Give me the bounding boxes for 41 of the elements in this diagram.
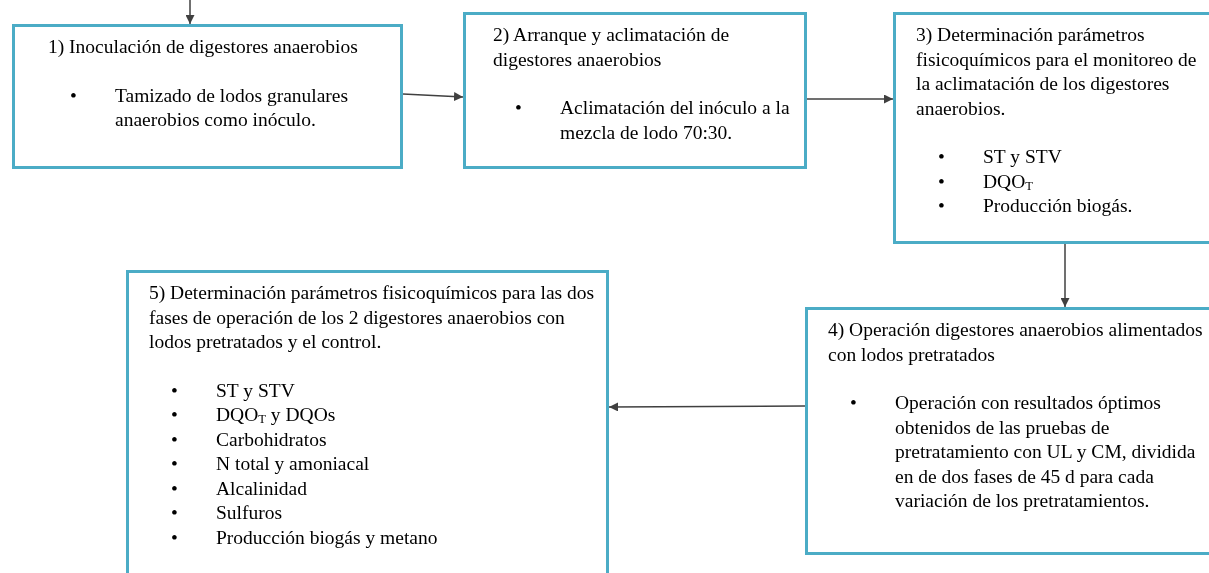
step-heading: 3) Determinación parámetros fisicoquímicos para el monitoreo de la aclimatación de los digestores anaerobios. bbox=[916, 23, 1198, 121]
process-box bbox=[805, 307, 1209, 555]
bullet-marker: • bbox=[171, 525, 178, 550]
bullet-marker: • bbox=[938, 194, 945, 218]
step-heading: 1) Inoculación de digestores anaerobios bbox=[48, 35, 359, 59]
list-item-text: ST y STV bbox=[216, 378, 296, 403]
bullet-marker: • bbox=[171, 427, 178, 452]
bullet-marker: • bbox=[171, 452, 178, 476]
bullet-marker: • bbox=[515, 96, 522, 120]
bullet-marker: • bbox=[938, 169, 945, 194]
step-heading: 4) Operación digestores anaerobios alimentados con lodos pretratados bbox=[828, 318, 1204, 367]
step-heading: 2) Arranque y aclimatación de digestores anaerobios bbox=[493, 23, 731, 72]
arrow bbox=[806, 94, 894, 104]
bullet-marker: • bbox=[850, 391, 857, 415]
list-item-text: Sulfuros bbox=[216, 501, 284, 525]
list-item-text: N total y amoniacal bbox=[216, 452, 371, 476]
bullet-marker: • bbox=[171, 501, 178, 525]
bullet-marker: • bbox=[171, 378, 178, 403]
process-box bbox=[12, 24, 403, 169]
list-item-text: Alcalinidad bbox=[216, 476, 308, 501]
bullet-marker: • bbox=[171, 403, 178, 427]
step-heading: 5) Determinación parámetros fisicoquímicos para las dos fases de operación de los 2 digestores anaerobios con lodos pretratados y el control. bbox=[149, 281, 596, 354]
list-item-text: Producción biogás y metano bbox=[216, 525, 439, 550]
list-item-text: ST y STV bbox=[983, 145, 1063, 169]
arrow bbox=[185, 0, 195, 25]
arrow bbox=[402, 92, 464, 102]
process-box bbox=[126, 270, 609, 573]
list-item-text: Operación con resultados óptimos obtenidos de las pruebas de pretratamiento con UL y CM, dividida en de dos fases de 45 d para cada variación de los pretratamientos. bbox=[895, 391, 1197, 513]
process-box bbox=[893, 12, 1209, 244]
bullet-marker: • bbox=[938, 145, 945, 169]
arrow bbox=[1060, 243, 1070, 308]
list-item-text: DQO$_{T}$ y DQOs bbox=[216, 403, 337, 428]
bullet-marker: • bbox=[171, 476, 178, 501]
arrow bbox=[608, 402, 806, 412]
list-item-text: Aclimatación del inóculo a la mezcla de lodo 70:30. bbox=[560, 96, 791, 145]
process-box bbox=[463, 12, 807, 169]
list-item-text: Carbohidratos bbox=[216, 427, 328, 452]
list-item-text: DQO$_{T}$ bbox=[983, 169, 1034, 194]
bullet-marker: • bbox=[70, 83, 77, 108]
list-item-text: Tamizado de lodos granulares anaerobios como inóculo. bbox=[115, 83, 350, 132]
list-item-text: Producción biogás. bbox=[983, 194, 1134, 218]
